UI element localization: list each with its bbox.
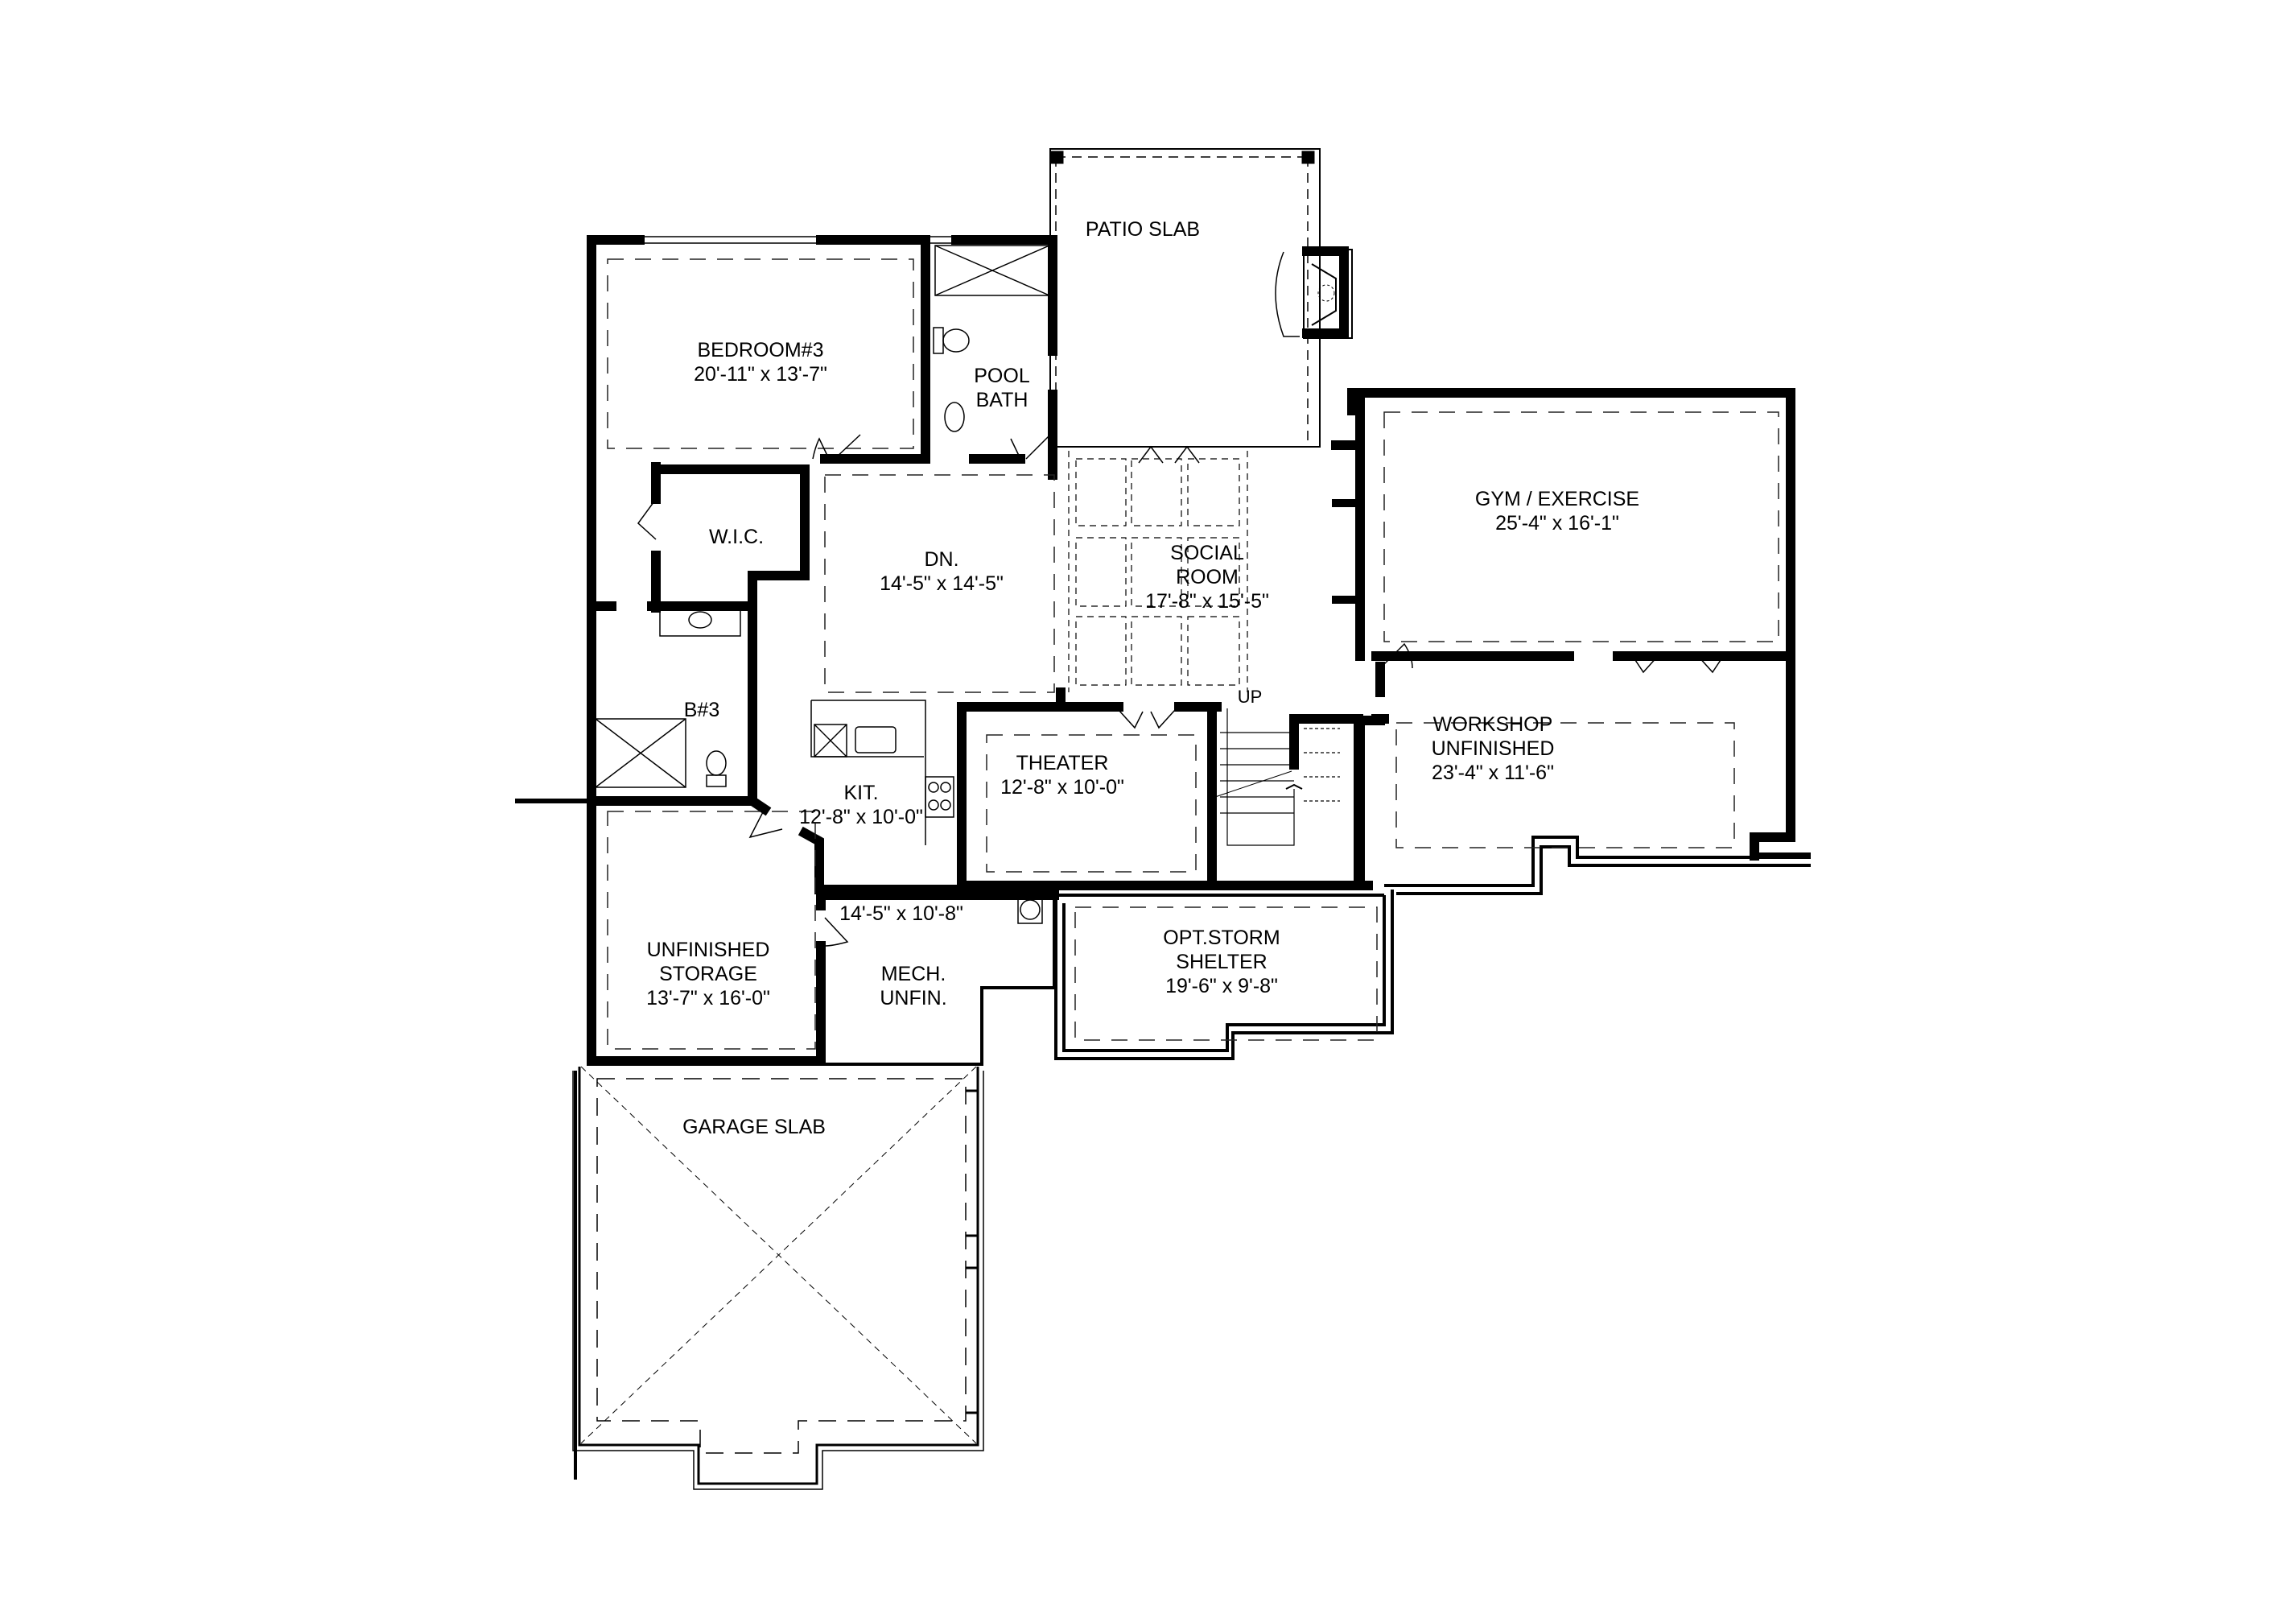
shower-pool-bath-icon: [934, 245, 1050, 296]
label-gym-exercise: GYM / EXERCISE 25'-4" x 16'-1": [1474, 488, 1640, 535]
label-wic: W.I.C.: [708, 526, 765, 548]
garage-slab: [572, 1066, 984, 1490]
label-workshop: WORKSHOP UNFINISHED 23'-4" x 11'-6": [1431, 713, 1555, 784]
social-room-ceiling-grid: [1068, 451, 1248, 692]
shower-b3-icon: [595, 718, 686, 788]
foundation-walls: [574, 836, 1811, 1480]
label-kitchen: KIT. 12'-8" x 10'-0": [799, 782, 923, 828]
label-mech-size: 14'-5" x 10'-8": [839, 902, 963, 925]
sink-b3-icon: [659, 609, 741, 637]
label-social-room: SOCIAL ROOM 17'-8" x 15'-5": [1145, 542, 1269, 613]
label-dn: DN. 14'-5" x 14'-5": [880, 548, 1004, 595]
doors: [637, 434, 1721, 947]
label-garage-slab: GARAGE SLAB: [682, 1116, 826, 1138]
windows: [640, 236, 1791, 390]
label-unfinished-storage: UNFINISHED STORAGE 13'-7" x 16'-0": [646, 939, 770, 1009]
label-bath-3: B#3: [683, 699, 720, 721]
toilet-pool-bath-icon: [933, 327, 970, 354]
cooktop-icon: [925, 776, 954, 818]
patio-slab: [1049, 148, 1353, 448]
label-theater: THEATER 12'-8" x 10'-0": [1000, 752, 1124, 799]
label-storm-shelter: OPT.STORM SHELTER 19'-6" x 9'-8": [1163, 927, 1280, 997]
label-stairs-up: UP: [1237, 687, 1263, 707]
label-patio-slab: PATIO SLAB: [1085, 218, 1201, 241]
outdoor-fireplace-icon: [1275, 246, 1353, 339]
room-outlines: [607, 258, 1779, 1050]
walls: [587, 235, 1795, 1066]
label-mech-unfin: MECH. UNFIN.: [880, 963, 947, 1009]
stairs: [1214, 708, 1340, 846]
label-bedroom-3: BEDROOM#3 20'-11" x 13'-7": [694, 339, 827, 386]
fixtures: [595, 245, 1050, 924]
toilet-b3-icon: [706, 750, 727, 787]
label-pool-bath: POOL BATH: [974, 365, 1030, 411]
water-heater-icon: [1017, 894, 1043, 924]
sink-pool-bath-icon: [944, 402, 965, 432]
